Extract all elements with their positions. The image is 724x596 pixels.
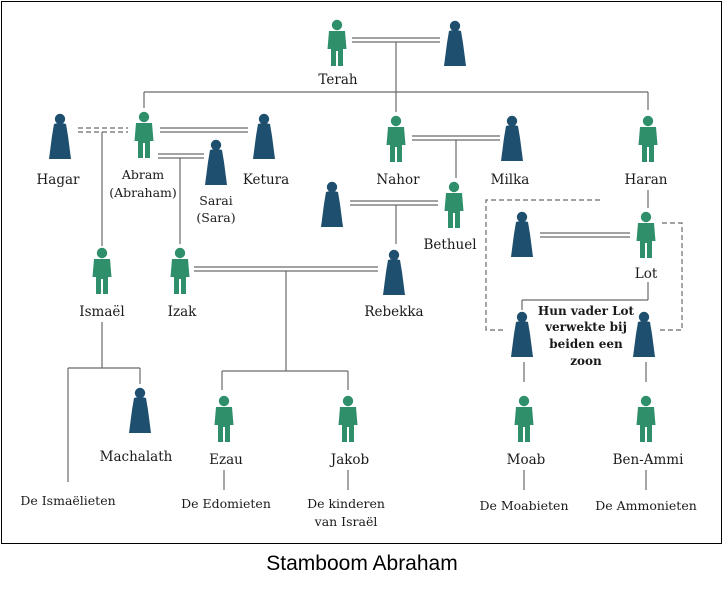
label-israel-line2: van Israël: [314, 514, 378, 529]
benammi-figure: [636, 395, 656, 442]
label-ismael: Ismaël: [79, 304, 124, 320]
bethuel-figure: [444, 181, 464, 228]
lot-note-line4: zoon: [570, 354, 602, 368]
machalath-figure: [129, 387, 151, 433]
ismael-figure: [92, 247, 112, 294]
connections: [67, 37, 683, 490]
lot-note-line2: verwekte bij: [544, 320, 627, 334]
izak-figure: [170, 247, 190, 294]
sarai-figure: [205, 139, 227, 185]
abram-figure: [134, 111, 154, 158]
rebekka-figure: [383, 249, 405, 295]
moab-figure: [514, 395, 534, 442]
label-nahor: Nahor: [376, 172, 420, 188]
label-ammonieten: De Ammonieten: [595, 498, 697, 513]
terah-figure: [327, 19, 347, 66]
label-machalath: Machalath: [100, 449, 173, 465]
label-izak: Izak: [168, 304, 197, 320]
label-ezau: Ezau: [209, 452, 243, 468]
label-benammi: Ben-Ammi: [613, 452, 685, 468]
label-abram: Abram: [121, 167, 164, 182]
milka-figure: [501, 115, 523, 161]
label-ismaelieten: De Ismaëlieten: [20, 493, 115, 508]
ezau-figure: [214, 395, 234, 442]
label-moab: Moab: [507, 452, 546, 468]
label-sarai: Sarai: [199, 193, 232, 208]
haran-figure: [638, 115, 658, 162]
terah-wife-figure: [444, 20, 466, 66]
label-israel-line1: De kinderen: [307, 496, 385, 511]
label-lot: Lot: [635, 266, 658, 282]
label-jakob: Jakob: [329, 452, 369, 468]
lot-wife-figure: [511, 211, 533, 257]
lot-note-line3: beiden een: [549, 337, 623, 351]
label-terah: Terah: [318, 72, 357, 88]
hagar-figure: [49, 113, 71, 159]
label-rebekka: Rebekka: [364, 304, 423, 320]
label-milka: Milka: [491, 172, 530, 188]
labels: Terah Hagar Abram (Abraham) Sarai (Sara)…: [20, 72, 696, 529]
nahor-figure: [386, 115, 406, 162]
lot-figure: [636, 211, 656, 258]
label-ketura: Ketura: [243, 172, 289, 188]
label-sarai-alt: (Sara): [196, 210, 235, 225]
lot-note-line1: Hun vader Lot: [538, 304, 635, 318]
label-moabieten: De Moabieten: [479, 498, 568, 513]
label-edomieten: De Edomieten: [181, 496, 271, 511]
lot-daughter-1-figure: [511, 311, 533, 357]
diagram-caption: Stamboom Abraham: [266, 552, 458, 575]
ketura-figure: [253, 113, 275, 159]
jakob-figure: [338, 395, 358, 442]
family-tree: Terah Hagar Abram (Abraham) Sarai (Sara)…: [20, 19, 697, 529]
label-abram-alt: (Abraham): [109, 185, 177, 200]
label-hagar: Hagar: [37, 172, 81, 188]
bethuel-wife-figure: [321, 181, 343, 227]
lot-daughter-2-figure: [633, 311, 655, 357]
label-bethuel: Bethuel: [423, 237, 476, 253]
label-haran: Haran: [624, 172, 667, 188]
